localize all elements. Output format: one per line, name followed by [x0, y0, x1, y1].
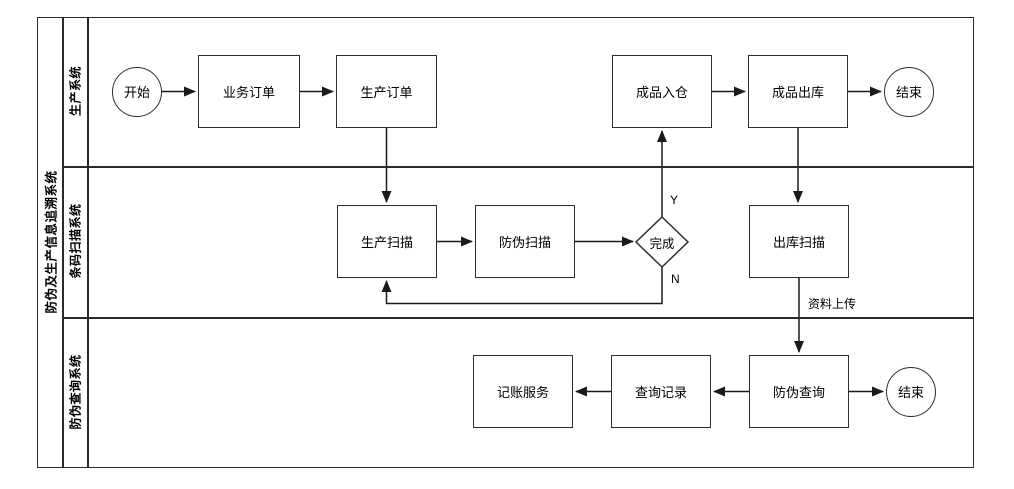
- pool-title-divider: [62, 17, 64, 468]
- node-antifake-scan: 防伪扫描: [475, 205, 575, 278]
- node-end-production: 结束: [884, 66, 934, 117]
- node-end-query: 结束: [886, 366, 936, 417]
- edge-complete-no-loop: [381, 267, 663, 305]
- node-production-order: 生产订单: [336, 55, 437, 128]
- lane-label-production: 生产系统: [68, 65, 83, 117]
- lane-divider-2: [62, 317, 974, 319]
- node-production-scan: 生产扫描: [337, 205, 437, 278]
- node-start: 开始: [112, 66, 162, 117]
- lane-label-barcode-scan: 条码扫描系统: [68, 203, 83, 279]
- node-finished-out: 成品出库: [748, 55, 848, 128]
- node-complete-label: 完成: [649, 236, 675, 251]
- node-antifake-query: 防伪查询: [749, 355, 849, 428]
- node-query-record: 查询记录: [611, 355, 711, 428]
- edge-label-upload: 资料上传: [806, 295, 859, 312]
- node-business-order: 业务订单: [198, 55, 300, 128]
- lane-label-antifake-query: 防伪查询系统: [68, 354, 83, 430]
- node-finished-in: 成品入仓: [612, 55, 712, 128]
- pool-title: 防伪及生产信息追溯系统: [44, 170, 59, 314]
- node-complete-diamond: [634, 215, 690, 269]
- edge-label-yes: Y: [668, 193, 681, 207]
- pool-frame: [37, 17, 974, 468]
- lane-divider-1: [62, 166, 974, 168]
- lane-label-divider: [87, 17, 89, 468]
- node-outbound-scan: 出库扫描: [749, 205, 849, 278]
- node-accounting-service: 记账服务: [473, 355, 573, 428]
- edge-label-no: N: [669, 272, 682, 286]
